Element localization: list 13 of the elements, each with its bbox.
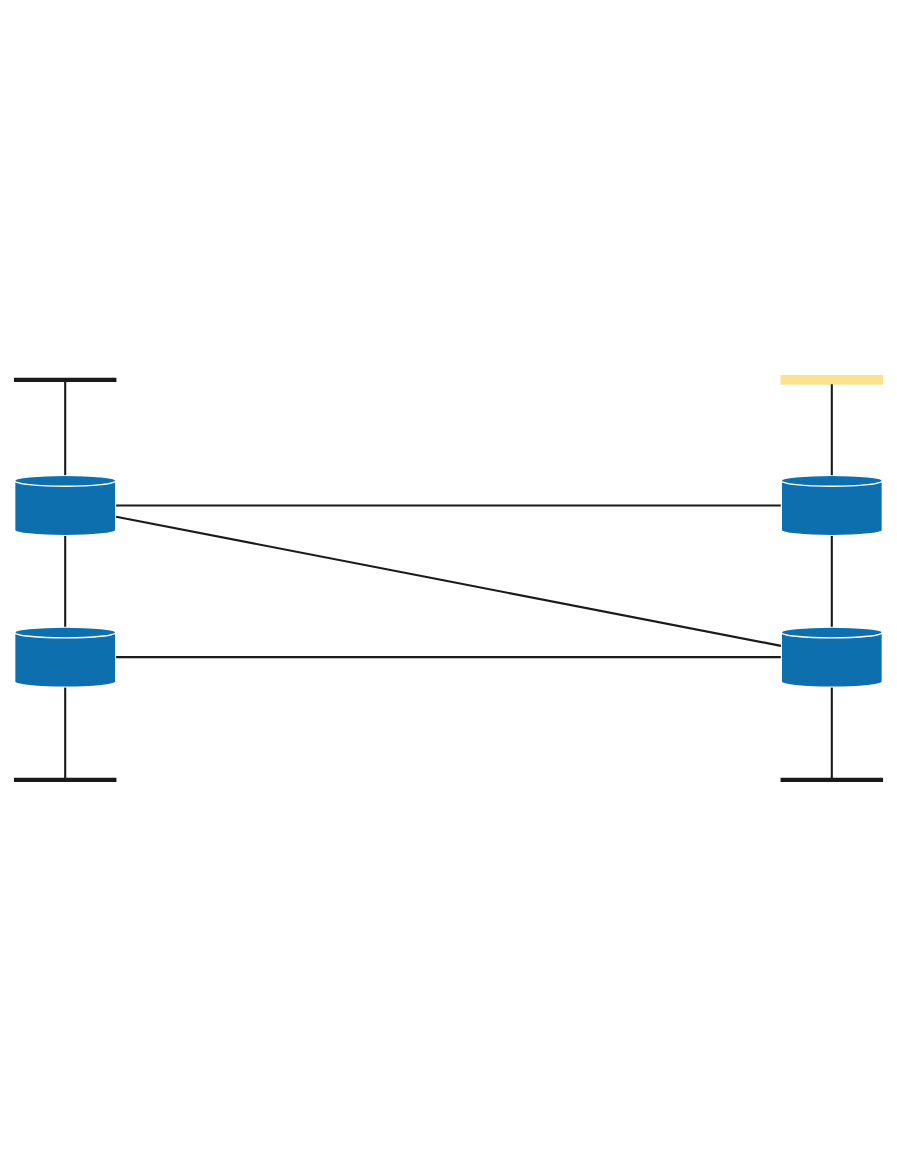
connector xyxy=(830,687,833,778)
node-bar xyxy=(13,777,117,782)
connector xyxy=(115,515,782,647)
node-bar xyxy=(780,777,884,782)
connector xyxy=(64,380,67,475)
connector xyxy=(116,655,781,658)
connector xyxy=(64,687,67,778)
connector xyxy=(830,383,833,475)
node-bar xyxy=(13,377,117,382)
node-bar xyxy=(780,374,884,385)
connector xyxy=(830,535,833,627)
connector xyxy=(64,535,67,627)
connector xyxy=(116,503,781,507)
